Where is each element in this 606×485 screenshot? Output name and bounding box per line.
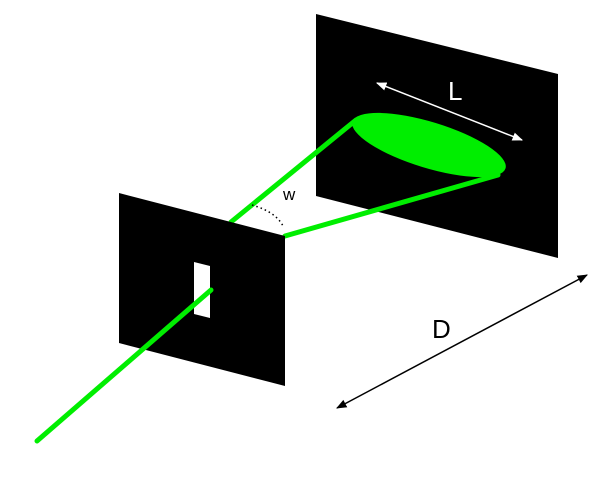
incident-beam (34, 287, 214, 444)
angle-label: w (282, 185, 296, 204)
length-label: L (448, 76, 462, 106)
divergence-angle-arc (251, 204, 284, 227)
distance-arrow (336, 274, 588, 409)
length-arrow (376, 82, 523, 141)
beam-ray-lower (282, 172, 501, 239)
distance-label: D (432, 314, 451, 344)
beam-ray-upper (228, 117, 359, 225)
